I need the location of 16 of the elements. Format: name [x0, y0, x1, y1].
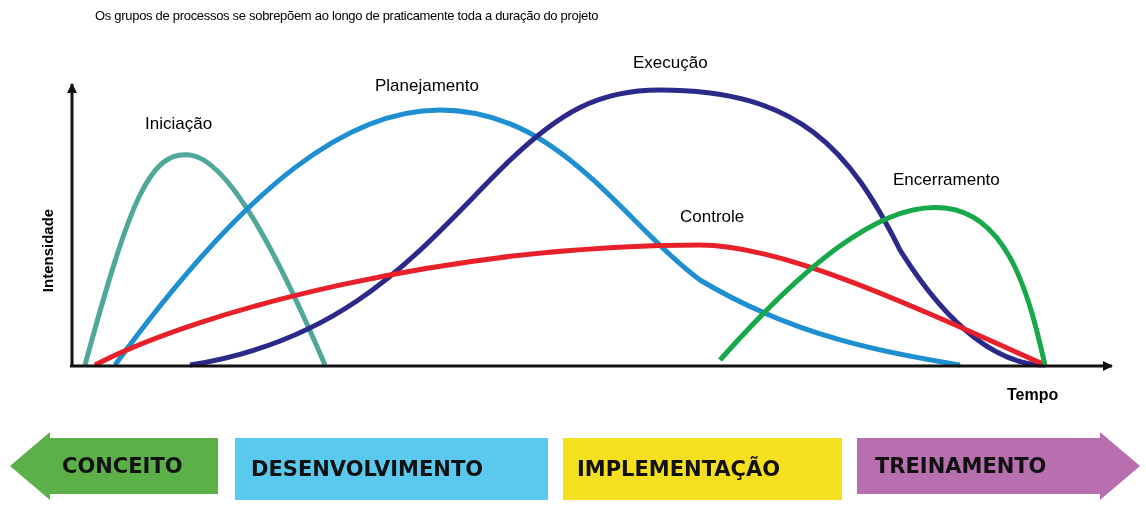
chart-title: Os grupos de processos se sobrepõem ao longo de praticamente toda a duração do projeto [95, 8, 599, 23]
phase-label: IMPLEMENTAÇÃO [577, 457, 781, 481]
curve-label: Controle [680, 207, 745, 227]
axis-label: Tempo [1007, 386, 1059, 404]
phase-label: TREINAMENTO [875, 454, 1047, 478]
phase-arrow [10, 432, 218, 500]
curve-label: Execução [633, 53, 708, 73]
phase-label: DESENVOLVIMENTO [251, 457, 484, 481]
curve-label: Encerramento [893, 170, 1000, 190]
phase-box [563, 438, 842, 500]
axis-label: Intensidade [38, 208, 56, 292]
curve-label: Planejamento [375, 76, 479, 96]
phase-arrow [857, 432, 1140, 500]
curve-label: Iniciação [145, 114, 213, 134]
phase-label: CONCEITO [62, 454, 183, 478]
phase-box [235, 438, 548, 500]
